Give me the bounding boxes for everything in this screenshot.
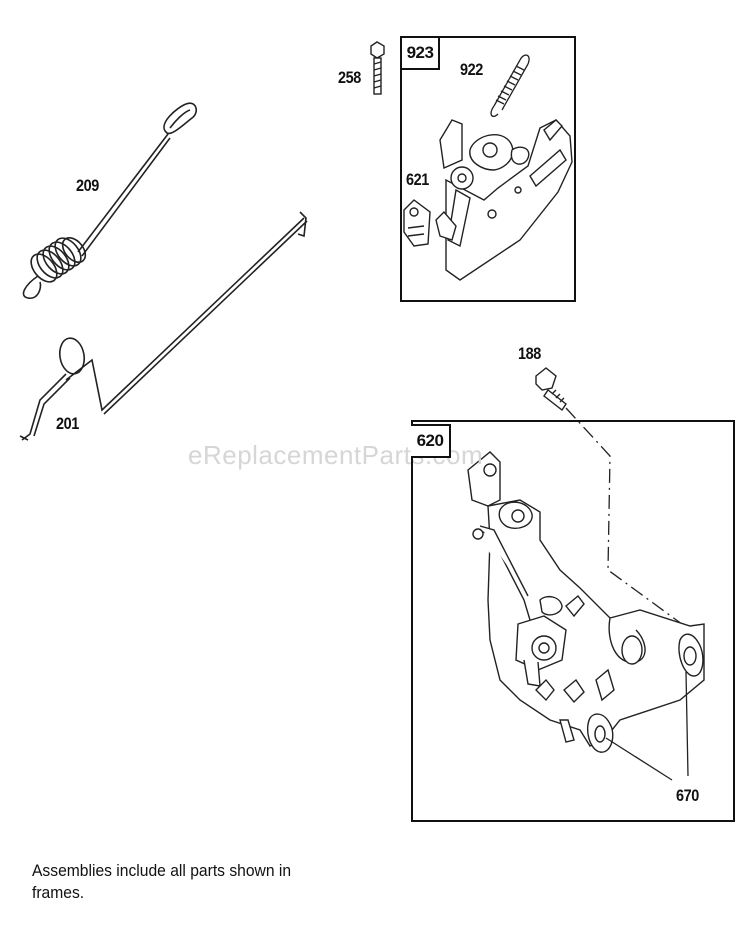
- frame-tag-923: 923: [400, 36, 440, 70]
- part-label-188: 188: [518, 344, 541, 363]
- spring-209-drawing: [22, 102, 198, 299]
- leader-lines: [565, 407, 691, 631]
- frame-620: [411, 420, 735, 822]
- rod-201-drawing: [19, 211, 308, 441]
- control-bracket-620-drawing: [467, 451, 705, 753]
- part-label-258: 258: [338, 68, 361, 87]
- frame-tag-620: 620: [411, 424, 451, 458]
- spring-922-drawing: [490, 54, 530, 118]
- frame-923: [400, 36, 576, 302]
- part-label-670: 670: [676, 786, 699, 805]
- callout-670-leaders: [605, 671, 689, 781]
- part-label-201: 201: [56, 414, 79, 433]
- part-label-621: 621: [406, 170, 429, 189]
- governor-bracket-621-drawing: [403, 119, 573, 281]
- footnote: Assemblies include all parts shown in fr…: [32, 861, 292, 902]
- part-label-209: 209: [76, 176, 99, 195]
- bolt-188-drawing: [535, 367, 567, 412]
- part-label-922: 922: [460, 60, 483, 79]
- bolt-258-drawing: [370, 41, 385, 95]
